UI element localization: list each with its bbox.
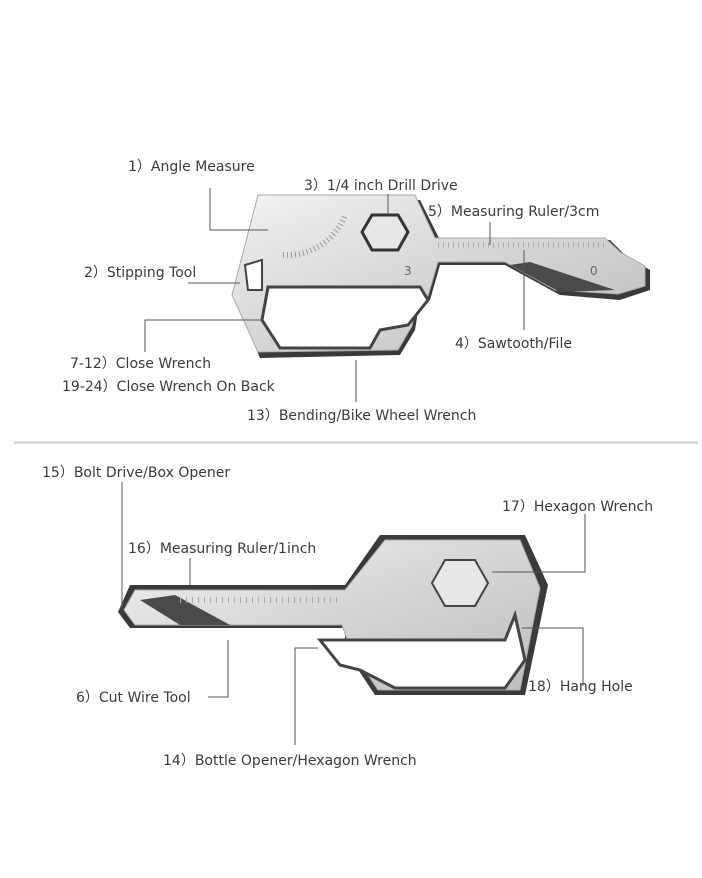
label-hexagon-wrench: 17）Hexagon Wrench [502,499,654,515]
label-close-wrench-back: 19-24）Close Wrench On Back [62,379,275,395]
section-divider [14,441,698,444]
label-hang-hole: 18）Hang Hole [528,679,633,695]
label-angle-measure: 1）Angle Measure [128,159,255,175]
label-bottle-opener: 14）Bottle Opener/Hexagon Wrench [163,753,417,769]
label-sawtooth: 4）Sawtooth/File [455,336,572,352]
label-cut-wire: 6）Cut Wire Tool [76,690,191,706]
label-ruler-3cm: 5）Measuring Ruler/3cm [428,204,600,220]
bottom-key-tool [118,535,548,695]
label-bending: 13）Bending/Bike Wheel Wrench [247,408,477,424]
label-ruler-1inch: 16）Measuring Ruler/1inch [128,541,317,557]
top-key-tool: 3 0 [231,194,650,358]
label-stripping-tool: 2）Stipping Tool [84,265,197,281]
label-drill-drive: 3）1/4 inch Drill Drive [304,178,458,194]
leader-lines [121,188,586,745]
ruler-mark-0: 0 [590,264,598,278]
label-bolt-drive: 15）Bolt Drive/Box Opener [42,465,231,481]
label-close-wrench: 7-12）Close Wrench [70,356,212,372]
ruler-mark-3: 3 [404,264,412,278]
